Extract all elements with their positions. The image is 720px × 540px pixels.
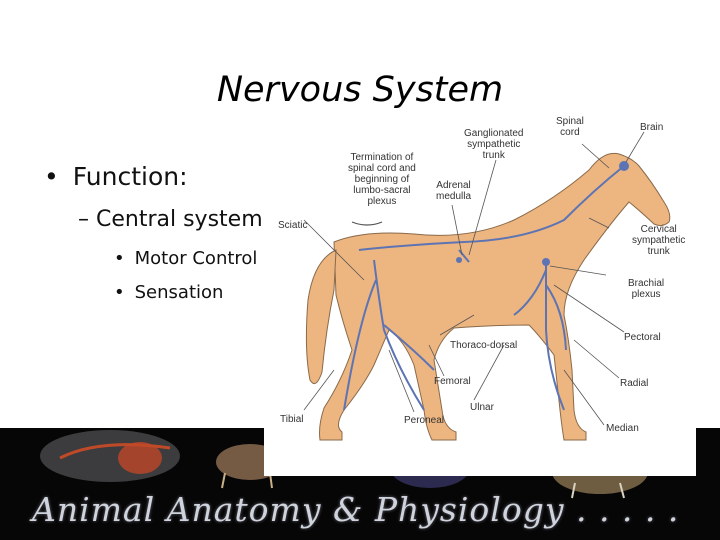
label-ulnar: Ulnar <box>470 402 494 413</box>
label-tibial: Tibial <box>280 414 304 425</box>
bullet-sensation: • Sensation <box>114 282 223 303</box>
label-sciatic: Sciatic <box>278 220 308 231</box>
bullet-function: • Function: <box>44 162 188 191</box>
bullet-dot-icon: • <box>44 162 59 191</box>
bullet-central-system: – Central system <box>78 207 263 232</box>
banner-title: Animal Anatomy & Physiology . . . . . <box>32 490 680 529</box>
bullet-dot-icon: • <box>114 282 125 303</box>
bullet-central-system-text: Central system <box>96 207 263 232</box>
horse-body-shape <box>319 152 671 441</box>
bullet-motor-control-text: Motor Control <box>134 248 258 269</box>
label-leader-lines <box>303 131 645 426</box>
label-thoraco-dorsal: Thoraco-dorsal <box>450 340 518 351</box>
label-median: Median <box>606 423 639 434</box>
label-femoral: Femoral <box>434 376 471 387</box>
adrenal-mark <box>456 257 462 263</box>
label-pectoral: Pectoral <box>624 332 661 343</box>
nerve-lines <box>343 165 625 411</box>
label-brain: Brain <box>640 122 664 133</box>
bullet-sensation-text: Sensation <box>134 282 224 303</box>
bullet-function-text: Function: <box>72 162 188 191</box>
label-peroneal: Peroneal <box>404 415 445 426</box>
horse-diagram-svg <box>303 131 671 441</box>
brachial-plexus-mark <box>542 258 550 266</box>
slide-title: Nervous System <box>216 70 504 110</box>
dash-icon: – <box>78 207 96 232</box>
label-radial: Radial <box>620 378 649 389</box>
bullet-dot-icon: • <box>114 248 125 269</box>
brain-mark <box>619 161 629 171</box>
bullet-motor-control: • Motor Control <box>114 248 257 269</box>
horse-tail-shape <box>305 249 337 385</box>
